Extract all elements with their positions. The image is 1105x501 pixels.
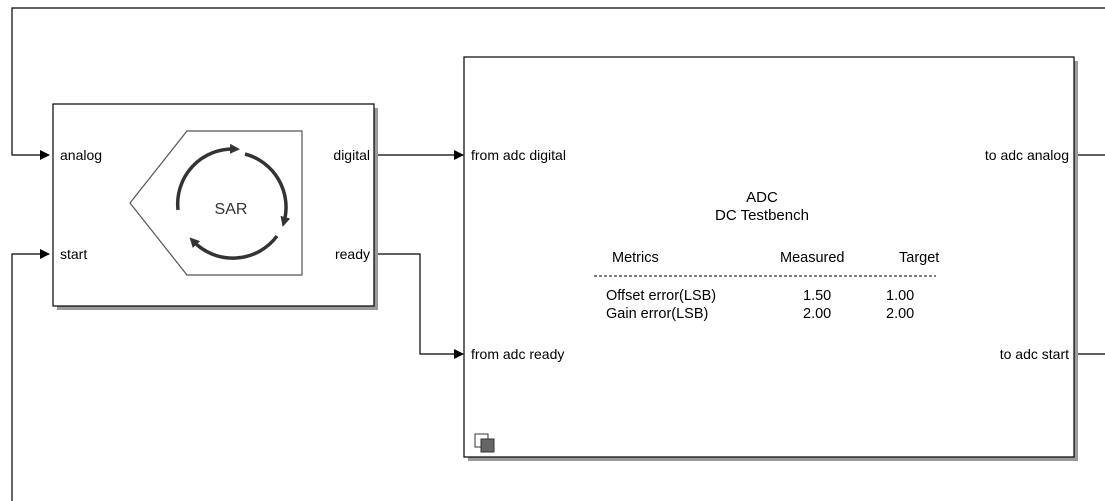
adc-dc-testbench-block[interactable]: from adc digital from adc ready to adc a… xyxy=(463,56,1078,461)
table-cell-measured: 1.50 xyxy=(803,288,831,304)
testbench-title-line1: ADC xyxy=(746,189,778,206)
port-to-adc-start[interactable]: to adc start xyxy=(1000,346,1069,362)
port-from-adc-digital[interactable]: from adc digital xyxy=(471,147,566,163)
port-start[interactable]: start xyxy=(60,246,87,262)
table-cell-metric: Offset error(LSB) xyxy=(606,288,716,304)
sar-cycle-arrow-bottom xyxy=(189,234,279,260)
testbench-title-line2: DC Testbench xyxy=(715,207,809,224)
port-ready[interactable]: ready xyxy=(335,246,370,262)
sar-icon-label: SAR xyxy=(215,201,248,218)
table-cell-target: 1.00 xyxy=(886,288,914,304)
table-header-target: Target xyxy=(899,250,939,266)
sar-icon-outline xyxy=(129,130,303,276)
sar-adc-block[interactable]: SAR analog start digital ready xyxy=(52,103,378,310)
metrics-table: Metrics Measured Target Offset error(LSB… xyxy=(594,250,939,322)
sar-block-body[interactable] xyxy=(52,103,375,307)
signal-line-start[interactable] xyxy=(11,254,1105,501)
testbench-block-body[interactable] xyxy=(463,56,1075,458)
port-to-adc-analog[interactable]: to adc analog xyxy=(985,147,1069,163)
table-header-metrics: Metrics xyxy=(612,250,659,266)
table-cell-target: 2.00 xyxy=(886,306,914,322)
table-cell-measured: 2.00 xyxy=(803,306,831,322)
signal-line-analog[interactable] xyxy=(11,7,1105,155)
signal-lines xyxy=(11,7,1105,501)
table-cell-metric: Gain error(LSB) xyxy=(606,306,708,322)
signal-line-ready[interactable] xyxy=(374,253,464,359)
port-from-adc-ready[interactable]: from adc ready xyxy=(471,346,564,362)
table-header-measured: Measured xyxy=(780,250,844,266)
port-analog[interactable]: analog xyxy=(60,147,102,163)
sar-icon: SAR xyxy=(129,130,303,276)
sar-cycle-arrow-top xyxy=(175,143,240,211)
sar-cycle-arrow-right xyxy=(244,152,291,227)
subsystem-reference-icon[interactable] xyxy=(474,433,495,453)
port-digital[interactable]: digital xyxy=(333,147,370,163)
